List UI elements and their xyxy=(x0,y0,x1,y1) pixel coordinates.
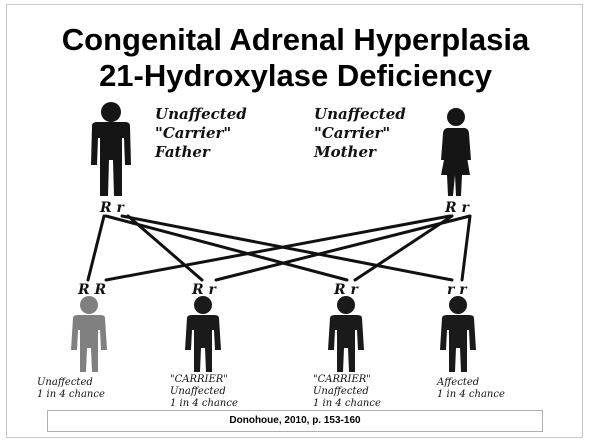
citation-box: Donohoue, 2010, p. 153-160 xyxy=(47,410,543,432)
child3-caption-line3: 1 in 4 chance xyxy=(313,398,381,409)
father-genotype: R r xyxy=(99,200,126,216)
child3-genotype: R r xyxy=(333,282,360,298)
father-label-line2: "Carrier" xyxy=(155,124,231,142)
father-figure xyxy=(91,102,131,196)
child1-genotype: R R xyxy=(77,282,106,298)
mother-genotype: R r xyxy=(444,200,471,216)
child-figure-1 xyxy=(71,296,107,372)
child3-caption: "CARRIER" Unaffected 1 in 4 chance xyxy=(313,374,381,409)
child3-caption-line1: "CARRIER" xyxy=(313,374,371,385)
child2-caption-line1: "CARRIER" xyxy=(170,374,228,385)
child1-caption: Unaffected 1 in 4 chance xyxy=(37,377,105,400)
child-figure-3 xyxy=(328,296,364,372)
father-label-line1: Unaffected xyxy=(155,105,247,123)
child-figure-2 xyxy=(185,296,221,372)
mother-label: Unaffected "Carrier" Mother xyxy=(313,105,406,161)
allele-lines xyxy=(88,216,470,280)
mother-label-line2: "Carrier" xyxy=(314,124,390,142)
child1-caption-line1: Unaffected xyxy=(37,377,93,388)
child4-caption-line1: Affected xyxy=(436,377,479,388)
child2-caption: "CARRIER" Unaffected 1 in 4 chance xyxy=(170,374,238,409)
father-label: Unaffected "Carrier" Father xyxy=(154,105,247,161)
child2-genotype: R r xyxy=(191,282,218,298)
mother-figure xyxy=(441,108,471,196)
child-figure-4 xyxy=(440,296,476,372)
child4-genotype: r r xyxy=(447,282,468,298)
child4-caption-line2: 1 in 4 chance xyxy=(437,389,505,400)
child2-caption-line3: 1 in 4 chance xyxy=(170,398,238,409)
mother-label-line3: Mother xyxy=(313,143,377,161)
child4-caption: Affected 1 in 4 chance xyxy=(436,377,505,400)
child3-caption-line2: Unaffected xyxy=(313,386,369,397)
child2-caption-line2: Unaffected xyxy=(170,386,226,397)
father-label-line3: Father xyxy=(154,143,211,161)
child1-caption-line2: 1 in 4 chance xyxy=(37,389,105,400)
mother-label-line1: Unaffected xyxy=(314,105,406,123)
